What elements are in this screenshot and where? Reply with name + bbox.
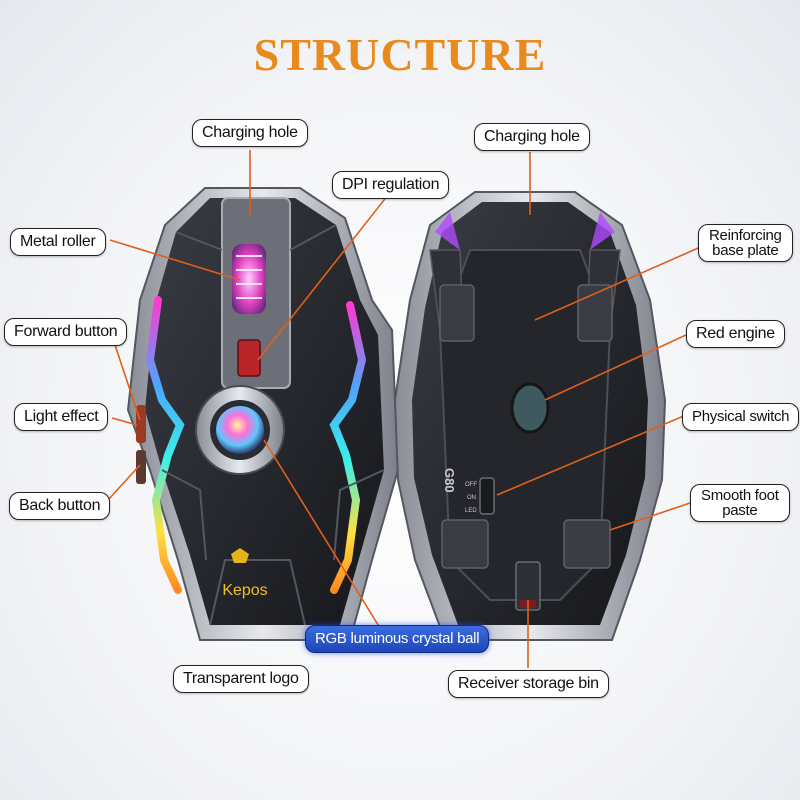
switch-off-text: OFF [465,482,477,488]
switch-led-text: LED [465,508,477,514]
switch-on-text: ON [467,495,476,501]
label-dpi-regulation: DPI regulation [332,171,450,199]
mouse-top-view: Kepos [126,187,400,641]
label-metal-roller: Metal roller [10,228,106,256]
label-reinforcing-base-plate: Reinforcing base plate [698,224,793,262]
label-smooth-foot-paste: Smooth foot paste [690,484,790,522]
label-physical-switch: Physical switch [682,403,800,431]
model-text: G80 [442,468,457,493]
label-light-effect: Light effect [14,403,109,431]
label-back-button: Back button [9,492,111,520]
label-foot-line2: paste [722,502,758,519]
page-title: STRUCTURE [253,29,547,80]
label-red-engine: Red engine [686,320,785,348]
label-charging-hole-front: Charging hole [192,119,308,147]
label-charging-hole-back: Charging hole [474,123,590,151]
label-rgb-crystal-ball: RGB luminous crystal ball [305,625,490,653]
label-foot-line1: Smooth foot [701,487,779,504]
label-receiver-storage-bin: Receiver storage bin [448,670,609,698]
label-reinforcing-line2: base plate [712,242,779,259]
brand-logo-text: Kepos [222,582,267,599]
label-forward-button: Forward button [4,318,128,346]
lion-logo-icon [231,548,249,563]
mouse-bottom-view: G80 OFF ON LED [393,191,667,641]
label-transparent-logo: Transparent logo [173,665,309,693]
label-reinforcing-line1: Reinforcing [709,227,782,244]
leader-lines [107,150,706,668]
